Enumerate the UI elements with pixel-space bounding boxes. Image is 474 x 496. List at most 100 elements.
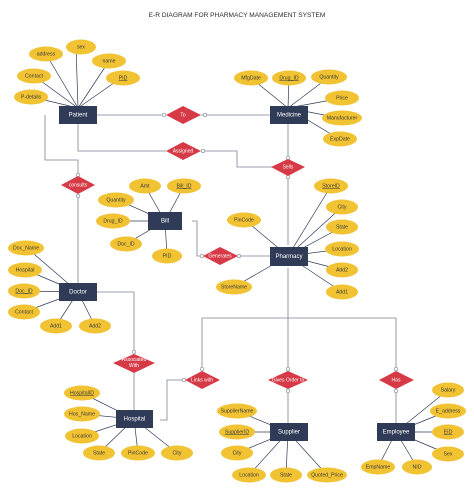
svg-text:City: City [173,450,182,456]
svg-text:Doctor: Doctor [69,290,87,296]
svg-text:PinCode: PinCode [128,450,148,456]
svg-text:To: To [180,112,186,118]
svg-text:Patient: Patient [69,113,88,119]
entity-supplier: Supplier [270,423,308,441]
attribute-quantity: Quantity [98,192,134,208]
attribute-state: State [326,219,358,235]
svg-text:SupplierName: SupplierName [221,408,254,414]
svg-text:Quoted_Price: Quoted_Price [311,472,343,478]
relationship-generates: Generates [203,247,238,265]
entity-bill: Bill [148,212,182,230]
attribute-manufacturer: Manufacturer [322,110,362,126]
attribute-empname: EmpName [361,459,395,475]
svg-text:StoreName: StoreName [221,284,247,290]
svg-text:EID: EID [444,429,453,435]
svg-text:State: State [280,472,292,478]
attribute-p-details: P-details [14,89,48,105]
svg-text:Add2: Add2 [336,267,348,273]
svg-text:Location: Location [239,472,259,478]
attribute-location: Location [325,241,359,257]
attribute-location: Location [65,428,99,444]
svg-text:P-details: P-details [21,94,42,100]
svg-text:Supplier: Supplier [278,430,300,436]
svg-text:consults: consults [69,182,88,188]
attribute-doc-id-key: Doc_ID [8,283,40,299]
svg-text:Doc_ID: Doc_ID [15,288,33,294]
svg-text:Contact: Contact [15,309,33,315]
svg-text:Add1: Add1 [336,289,348,295]
attribute-doc-id: Doc_ID [110,236,142,252]
svg-text:HospitalID: HospitalID [70,390,94,396]
svg-text:PID: PID [119,75,128,81]
relationship-consults: consults [61,176,95,194]
attribute-add2: Add2 [79,318,111,334]
attribute-mfgdate: MfgDate [234,70,268,86]
attribute-location: Location [232,467,266,483]
attribute-pid: PID [152,248,182,264]
relationship-has: Has [379,371,414,389]
attribute-city: City [221,445,253,461]
attribute-eid-key: EID [432,424,464,440]
attribute-pincode: PinCode [227,212,261,228]
attribute-amt: Amt [129,178,161,194]
svg-text:Price: Price [336,95,348,101]
attribute-pincode: PinCode [121,445,155,461]
svg-text:Generates: Generates [208,253,232,259]
attribute-contact: Contact [8,304,40,320]
svg-text:Sex: Sex [444,451,453,457]
svg-text:Add1: Add1 [50,323,62,329]
svg-text:ExpDate: ExpDate [330,136,350,142]
attribute-state: State [270,467,302,483]
attributes-hospital: HospitalID Hos_Name Location State PinCo… [64,385,193,461]
attributes-supplier: SupplierName SupplierID City Location St… [217,403,347,483]
svg-text:City: City [338,204,347,210]
attributes-doctor: Doc_Name Hospital Doc_ID Contact Add1 Ad… [8,240,111,334]
svg-text:Gives Order to: Gives Order to [272,377,305,383]
svg-text:Employee: Employee [383,430,410,436]
svg-text:SupplierID: SupplierID [225,429,249,435]
attribute-e-address: E_address [430,403,466,419]
attribute-pid-key: PID [106,70,140,86]
relationship-to: To [166,106,201,124]
attribute-nid: NID [402,459,432,475]
entity-patient: Patient [59,106,97,124]
attribute-quantity: Quantity [311,69,347,85]
relationship-assigned: Assigned [166,142,201,160]
entity-connectors [44,114,397,423]
attribute-add1: Add1 [40,318,72,334]
svg-text:EmpName: EmpName [366,464,391,470]
svg-text:Add2: Add2 [89,323,101,329]
svg-text:Doc_Name: Doc_Name [13,245,39,251]
attribute-name: name [92,53,126,69]
attribute-state: State [83,445,115,461]
svg-text:Amt: Amt [140,183,150,189]
attribute-city: City [161,445,193,461]
svg-text:Bill: Bill [161,219,169,225]
attribute-doc-name: Doc_Name [8,240,44,256]
svg-text:Manufacturer: Manufacturer [327,115,358,121]
diagram-title: E-R DIAGRAM FOR PHARMACY MANAGEMENT SYST… [149,12,326,19]
entity-medicine: Medicine [270,106,308,124]
entity-pharmacy: Pharmacy [270,247,308,266]
attribute-quoted-price: Quoted_Price [307,467,347,483]
svg-text:State: State [93,450,105,456]
svg-text:Drug_ID: Drug_ID [103,218,123,224]
svg-text:E_address: E_address [436,408,461,414]
svg-text:Quantity: Quantity [319,74,339,80]
svg-text:PID: PID [163,253,172,259]
attributes-medicine: MfgDate Drug_ID Quantity Price Manufactu… [234,69,362,147]
svg-text:Contact: Contact [25,73,43,79]
relationship-sells: Sells [271,159,305,176]
attribute-hos-name: Hos_Name [64,406,100,422]
svg-text:Has: Has [392,377,401,383]
svg-text:Quantity: Quantity [106,197,126,203]
attribute-hospitalid-key: HospitalID [64,385,100,401]
attribute-suppliername: SupplierName [217,403,257,419]
svg-text:NID: NID [413,464,422,470]
svg-text:Location: Location [332,246,352,252]
svg-text:sex: sex [77,44,85,50]
attributes-bill: Amt Bill_ID Quantity Drug_ID Doc_ID PID [96,178,201,264]
